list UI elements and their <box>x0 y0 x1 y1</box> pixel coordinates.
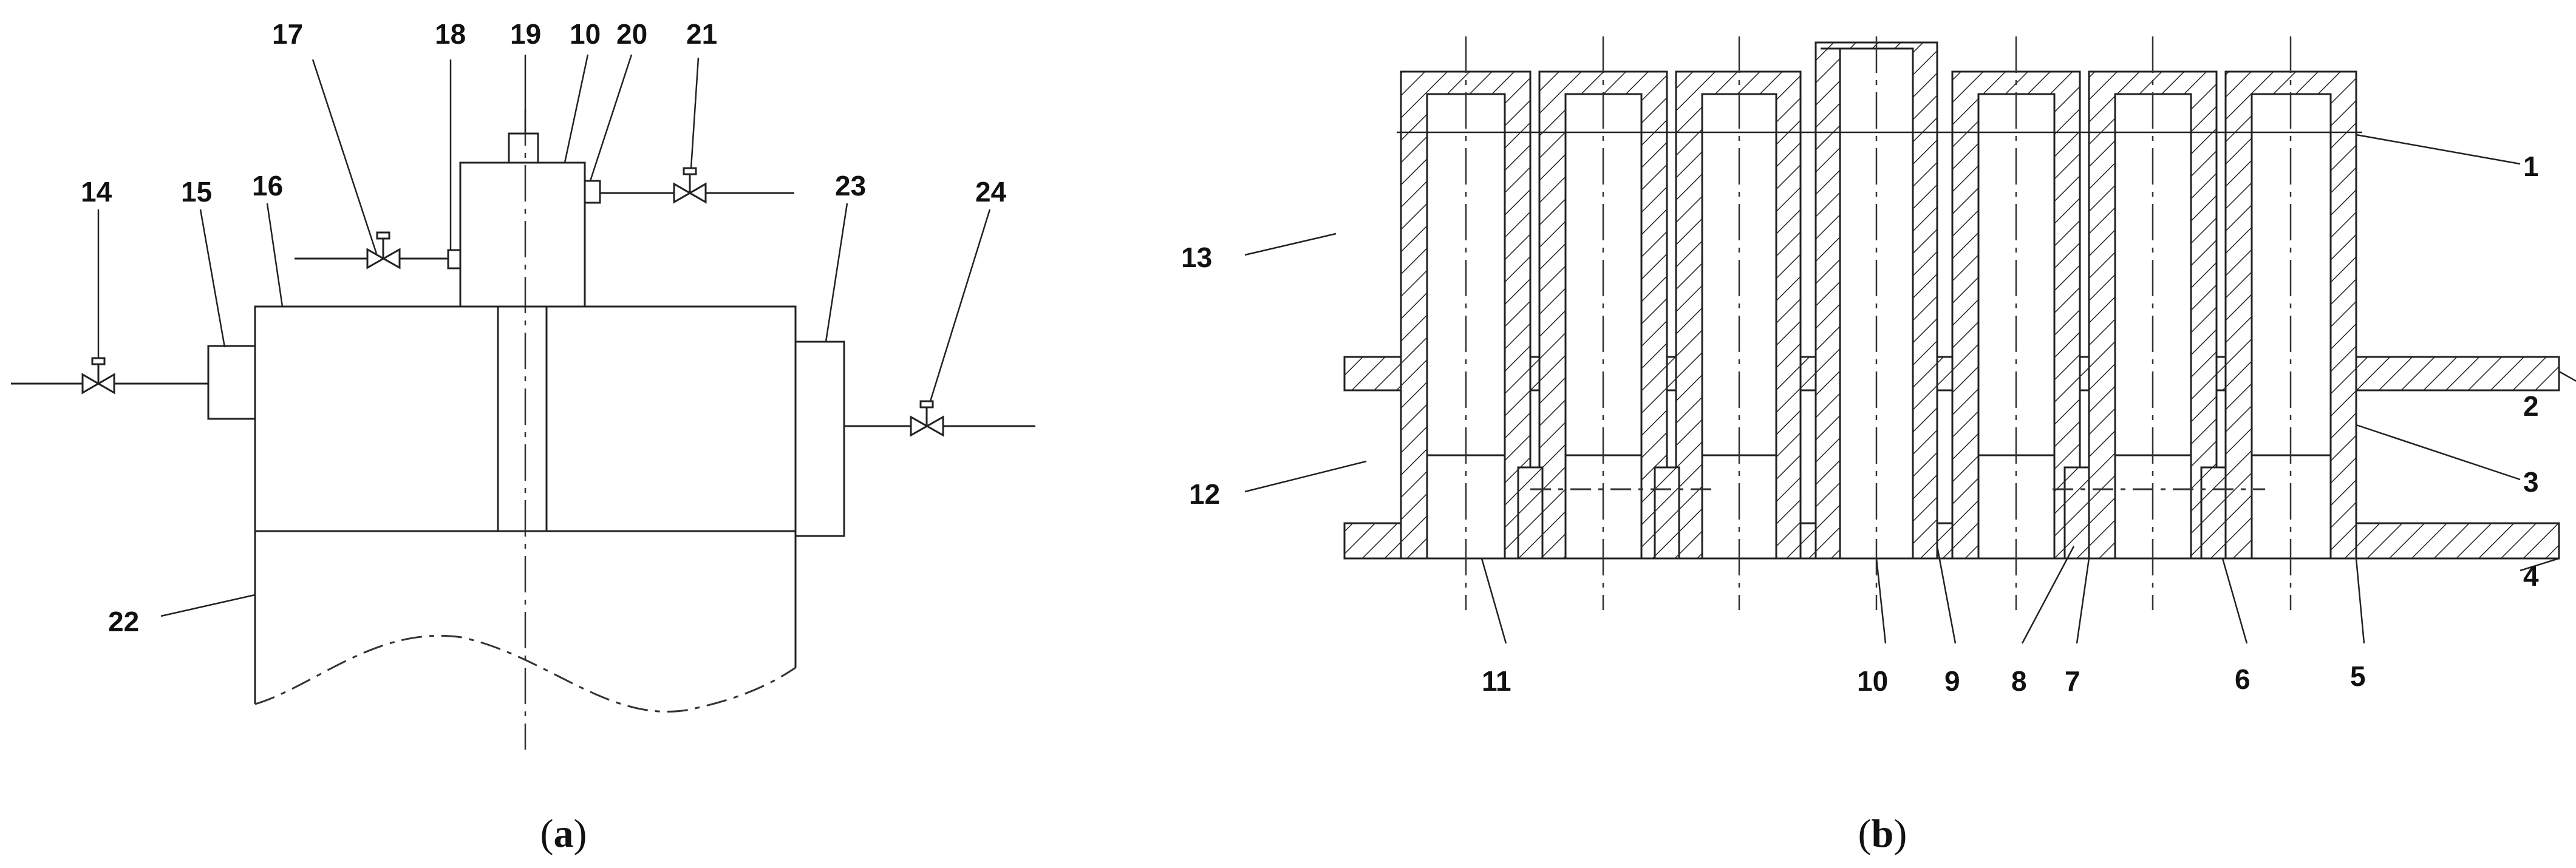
label-6: 6 <box>2235 663 2251 695</box>
label-4: 4 <box>2523 560 2539 592</box>
label-21: 21 <box>686 18 717 50</box>
label-13: 13 <box>1181 242 1212 273</box>
label-20: 20 <box>616 18 647 50</box>
label-19: 19 <box>510 18 541 50</box>
label-9: 9 <box>1944 665 1960 697</box>
caption-b: (b) <box>1858 812 1907 856</box>
label-11: 11 <box>1482 665 1511 697</box>
label-8: 8 <box>2011 665 2027 697</box>
label-7: 7 <box>2065 665 2080 697</box>
label-22: 22 <box>108 606 139 637</box>
label-17: 17 <box>272 18 303 50</box>
label-12: 12 <box>1189 478 1220 510</box>
label-16: 16 <box>252 170 283 202</box>
label-24: 24 <box>975 176 1007 208</box>
top-box <box>459 161 586 308</box>
label-5: 5 <box>2350 660 2366 692</box>
panel-b-drawing <box>1244 36 2576 644</box>
label-2: 2 <box>2523 390 2539 422</box>
label-10a: 10 <box>570 18 601 50</box>
label-10b: 10 <box>1857 665 1888 697</box>
break-line <box>254 634 796 713</box>
caption-a: (a) <box>540 812 587 856</box>
label-23: 23 <box>835 170 866 202</box>
panel-b-labels: 1 2 3 4 5 6 7 8 9 10 11 12 13 <box>1181 151 2539 697</box>
panel-a-labels: 14 15 16 17 18 19 10 20 21 22 23 24 <box>81 18 1007 637</box>
label-14: 14 <box>81 176 112 208</box>
label-3: 3 <box>2523 466 2539 498</box>
panel-a-drawing <box>11 54 1035 750</box>
label-15: 15 <box>181 176 212 208</box>
label-18: 18 <box>435 18 466 50</box>
label-1: 1 <box>2523 151 2539 182</box>
